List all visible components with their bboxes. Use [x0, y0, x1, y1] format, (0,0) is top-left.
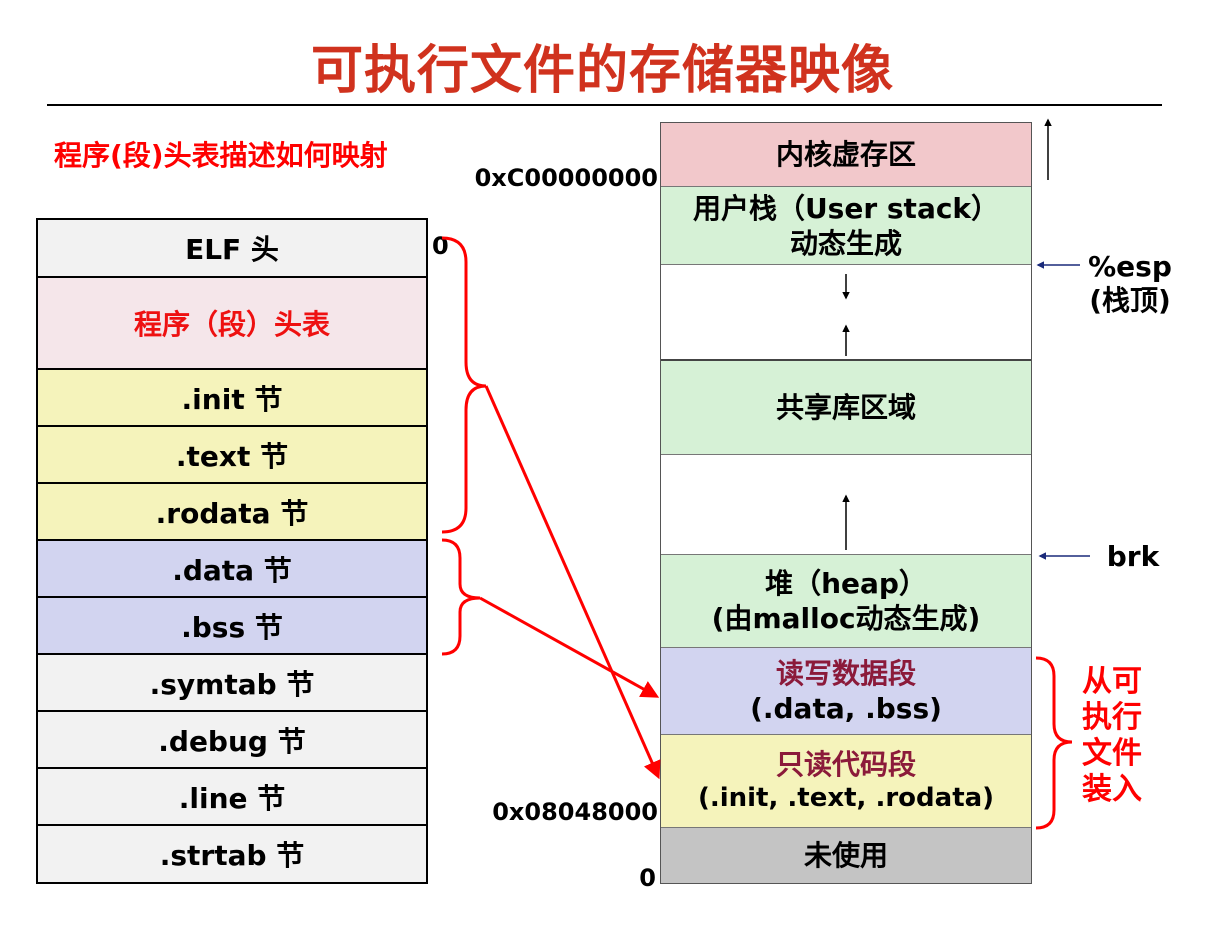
mem-region-ro-code-label: 只读代码段: [775, 748, 916, 782]
page-title: 可执行文件的存储器映像: [310, 41, 894, 101]
elf-section-line: .line 节: [38, 769, 426, 826]
brace-code-segment: [441, 236, 487, 534]
elf-section-program-header-table: 程序（段）头表: [38, 278, 426, 370]
mem-region-ro-code: 只读代码段 (.init, .text, .rodata): [661, 735, 1031, 828]
mem-region-heap: 堆（heap） (由malloc动态生成): [661, 555, 1031, 648]
mem-region-user-stack-note: 动态生成: [789, 226, 902, 260]
mem-region-kernel: 内核虚存区: [661, 123, 1031, 187]
address-zero: 0: [639, 864, 656, 892]
title-divider: [47, 104, 1162, 106]
mem-region-ro-code-note: (.init, .text, .rodata): [697, 783, 995, 814]
mem-region-rw-data: 读写数据段 (.data, .bss): [661, 648, 1031, 735]
elf-section-data: .data 节: [38, 541, 426, 598]
mem-region-heap-label: 堆（heap）: [765, 567, 927, 600]
mem-region-rw-data-note: (.data, .bss): [750, 692, 942, 725]
mem-region-user-stack: 用户栈（User stack） 动态生成: [661, 187, 1031, 265]
esp-label: %esp (栈顶): [1080, 250, 1180, 317]
loaded-note-line-1: 从可: [1082, 664, 1142, 699]
mem-region-rw-data-label: 读写数据段: [775, 657, 916, 690]
esp-register: %esp: [1088, 250, 1172, 283]
elf-section-rodata: .rodata 节: [38, 484, 426, 541]
brk-label: brk: [1106, 540, 1160, 573]
diagram-subtitle: 程序(段)头表描述如何映射: [54, 139, 388, 172]
brace-loaded-segments: [1035, 656, 1073, 830]
elf-section-init: .init 节: [38, 370, 426, 427]
mem-region-kernel-label: 内核虚存区: [775, 138, 916, 171]
elf-section-symtab: .symtab 节: [38, 655, 426, 712]
loaded-note-line-2: 执行: [1082, 700, 1142, 735]
mem-region-unused: 未使用: [661, 828, 1031, 883]
elf-section-debug: .debug 节: [38, 712, 426, 769]
mem-region-unused-label: 未使用: [803, 839, 888, 872]
esp-note: (栈顶): [1089, 283, 1171, 317]
mem-region-heap-note: (由malloc动态生成): [711, 602, 981, 635]
elf-section-header: ELF 头: [38, 220, 426, 278]
elf-section-text: .text 节: [38, 427, 426, 484]
elf-section-strtab: .strtab 节: [38, 826, 426, 882]
address-kernel-start: 0xC00000000: [474, 164, 658, 192]
elf-file-layout: ELF 头 程序（段）头表 .init 节 .text 节 .rodata 节 …: [36, 218, 428, 884]
memory-image: 内核虚存区 用户栈（User stack） 动态生成 共享库区域 堆（heap）…: [660, 122, 1032, 884]
elf-section-bss: .bss 节: [38, 598, 426, 655]
arrow-code-to-readonly-segment: [484, 385, 661, 780]
loaded-note-line-3: 文件: [1082, 736, 1142, 771]
loaded-from-executable-note: 从可 执行 文件 装入: [1072, 664, 1152, 808]
address-code-start: 0x08048000: [492, 798, 658, 826]
arrow-data-to-readwrite-segment: [479, 596, 660, 698]
mem-region-shared-libs: 共享库区域: [661, 361, 1031, 455]
mem-region-shared-libs-label: 共享库区域: [775, 391, 916, 424]
mem-region-user-stack-label: 用户栈（User stack）: [692, 191, 1000, 225]
brace-data-segment: [441, 538, 481, 656]
loaded-note-line-4: 装入: [1082, 772, 1142, 807]
